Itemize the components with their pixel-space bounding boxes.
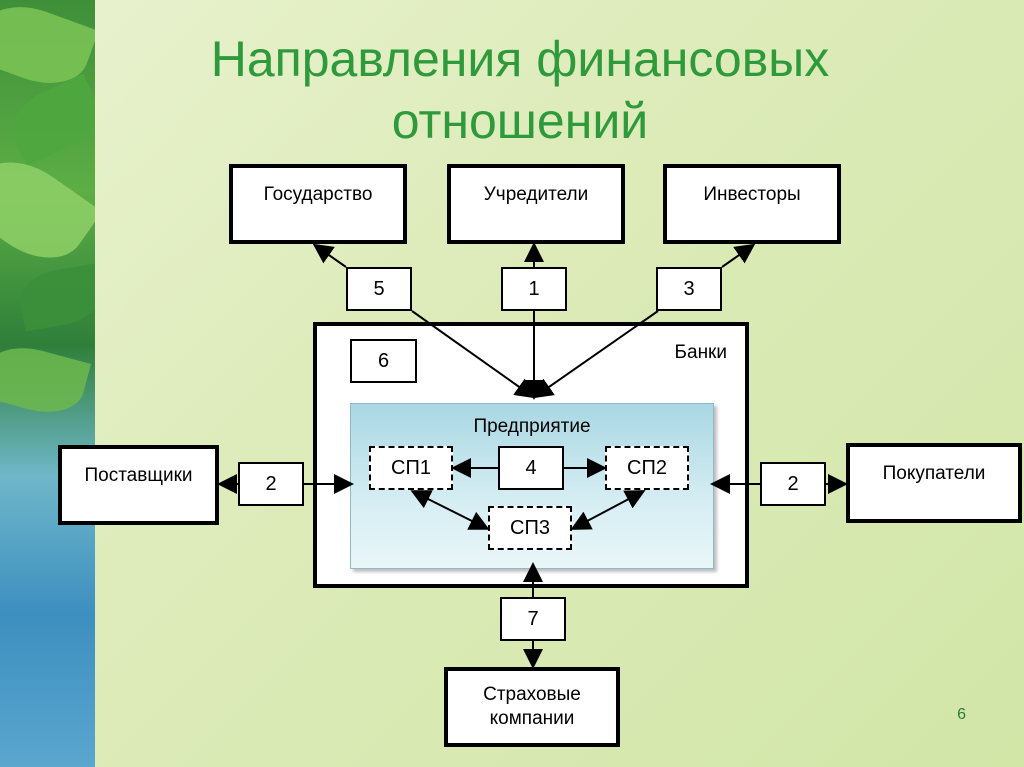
arrow-investors-up [721, 243, 756, 268]
state-label: Государство [263, 184, 373, 205]
decorative-leaf-strip [0, 0, 95, 767]
sp2-box: СП2 [605, 446, 689, 490]
founders-label: Учредители [483, 184, 589, 205]
title-line-2: отношений [391, 93, 649, 149]
sp1-box: СП1 [369, 446, 453, 490]
relation-5-label: 5 [373, 277, 385, 300]
suppliers-box: Поставщики [58, 445, 219, 525]
sp3-label: СП3 [510, 516, 550, 539]
relation-2-right-box: 2 [760, 462, 826, 506]
insurance-box: Страховые компании [444, 667, 620, 747]
relation-4-box: 4 [498, 446, 564, 490]
insurance-label-line1: Страховые [483, 684, 581, 705]
relation-7-label: 7 [527, 607, 539, 630]
arrow-state-up [312, 243, 347, 268]
relation-7-box: 7 [500, 597, 566, 641]
sp3-box: СП3 [488, 506, 572, 550]
relation-3-box: 3 [656, 267, 722, 311]
investors-label: Инвесторы [703, 184, 801, 205]
suppliers-label: Поставщики [84, 465, 193, 486]
relation-2-left-label: 2 [265, 472, 277, 495]
relation-1-label: 1 [528, 277, 540, 300]
relation-2-left-box: 2 [238, 462, 304, 506]
relation-6-box: 6 [350, 339, 417, 383]
insurance-label-line2: компании [489, 708, 575, 729]
sp2-label: СП2 [627, 456, 667, 479]
relation-2-right-label: 2 [787, 472, 799, 495]
arrow-state [411, 310, 536, 399]
banks-label: Банки [674, 342, 727, 363]
arrow-sp1-sp3 [410, 490, 490, 530]
buyers-box: Покупатели [846, 443, 1022, 523]
arrow-investors [532, 310, 659, 399]
relation-5-box: 5 [346, 267, 412, 311]
relation-3-label: 3 [683, 277, 695, 300]
title-line-1: Направления финансовых [210, 31, 830, 87]
state-box: Государство [229, 164, 407, 244]
relation-1-box: 1 [501, 267, 567, 311]
arrow-sp2-sp3 [570, 490, 646, 530]
buyers-label: Покупатели [882, 463, 986, 484]
sp1-label: СП1 [391, 456, 431, 479]
relation-6-label: 6 [377, 349, 390, 372]
relation-4-label: 4 [525, 456, 537, 479]
investors-box: Инвесторы [663, 164, 841, 244]
enterprise-label: Предприятие [473, 416, 591, 437]
slide-title: Направления финансовых отношений [150, 28, 890, 152]
founders-box: Учредители [447, 164, 625, 244]
page-number: 6 [957, 706, 966, 723]
